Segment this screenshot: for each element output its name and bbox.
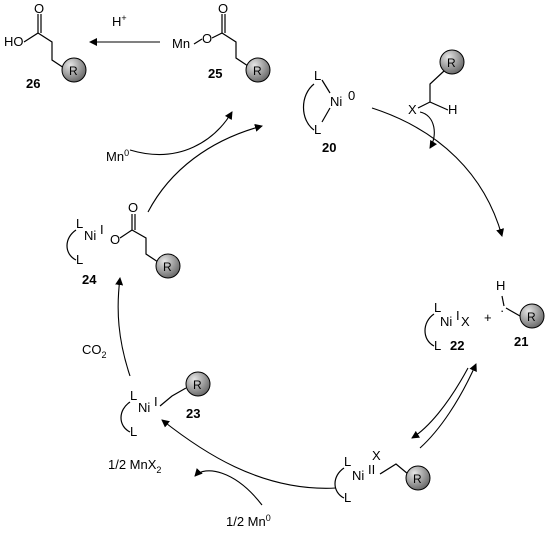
svg-text:R: R	[447, 56, 456, 70]
svg-text:L: L	[344, 490, 351, 505]
svg-text:O: O	[218, 1, 228, 16]
svg-text:O: O	[128, 200, 138, 215]
svg-text:Ni: Ni	[84, 228, 96, 243]
svg-text:25: 25	[208, 66, 222, 81]
svg-text:R: R	[163, 260, 172, 274]
svg-text:0: 0	[348, 88, 355, 103]
svg-text:24: 24	[82, 272, 97, 287]
arrow-20-to-21	[371, 107, 504, 237]
co2-label: CO2	[82, 342, 107, 360]
half-mn-arc	[194, 468, 263, 506]
svg-text:L: L	[130, 388, 137, 403]
svg-text:L: L	[76, 252, 83, 267]
half-mnx2-label: 1/2 MnX2	[108, 457, 161, 475]
svg-text:Mn: Mn	[172, 36, 190, 51]
svg-text:26: 26	[26, 76, 40, 91]
svg-text:L: L	[344, 454, 351, 469]
arrow-23-to-24	[115, 277, 131, 377]
svg-text:21: 21	[514, 334, 528, 349]
svg-text:I: I	[100, 222, 104, 237]
compound-20: L Ni 0 L 20	[302, 68, 355, 155]
svg-text:Ni: Ni	[440, 314, 452, 329]
svg-text:H: H	[496, 278, 505, 293]
compound-26: HO O R 26	[4, 1, 87, 91]
svg-text:H: H	[448, 102, 457, 117]
svg-text:R: R	[413, 472, 422, 486]
svg-text:I: I	[456, 308, 460, 323]
compound-23: L Ni I L R 23	[120, 371, 211, 439]
svg-text:II: II	[368, 462, 375, 477]
ni-ii-alkyl-halide: L Ni II X L R	[334, 448, 431, 505]
mn0-arc	[129, 111, 233, 155]
compound-25: Mn O O R 25	[172, 1, 271, 83]
svg-text:HO: HO	[4, 34, 24, 49]
arrow-24-to-20	[147, 123, 263, 213]
arrow-ni-ii-to-23	[161, 419, 337, 489]
svg-text:R: R	[253, 64, 262, 78]
svg-text:Ni: Ni	[330, 94, 342, 109]
mn0-label: Mn0	[106, 148, 129, 164]
svg-text:I: I	[154, 394, 158, 409]
svg-text:X: X	[408, 102, 417, 117]
compound-22: L Ni I X L 22	[424, 300, 470, 353]
substrate-arc	[419, 111, 438, 149]
svg-text:L: L	[76, 216, 83, 231]
svg-text:R: R	[193, 378, 202, 392]
svg-text:R: R	[527, 310, 536, 324]
svg-text:O: O	[202, 31, 212, 46]
svg-text:L: L	[314, 122, 321, 137]
h-plus-label: H+	[112, 13, 127, 29]
svg-text:R: R	[69, 64, 78, 78]
svg-text:O: O	[110, 232, 120, 247]
svg-text:L: L	[314, 68, 321, 83]
compound-24: L Ni I L O O R 24	[66, 200, 181, 287]
svg-text:L: L	[434, 338, 441, 353]
svg-text:23: 23	[186, 406, 200, 421]
arrow-ni-ii-to-22	[419, 363, 477, 449]
svg-text:20: 20	[322, 140, 336, 155]
svg-text:L: L	[130, 424, 137, 439]
arrow-22-to-ni-ii	[411, 367, 469, 439]
plus-sign: +	[484, 310, 492, 325]
alkyl-halide-substrate: R X H	[408, 49, 465, 117]
svg-text:·: ·	[500, 303, 504, 318]
svg-text:X: X	[461, 314, 470, 329]
svg-text:22: 22	[450, 338, 464, 353]
compound-21: H · R 21	[496, 278, 545, 349]
svg-text:Ni: Ni	[138, 400, 150, 415]
svg-text:L: L	[434, 300, 441, 315]
svg-text:O: O	[34, 1, 44, 16]
svg-text:X: X	[372, 448, 381, 463]
half-mn0-label: 1/2 Mn0	[226, 513, 271, 529]
svg-text:Ni: Ni	[352, 468, 364, 483]
